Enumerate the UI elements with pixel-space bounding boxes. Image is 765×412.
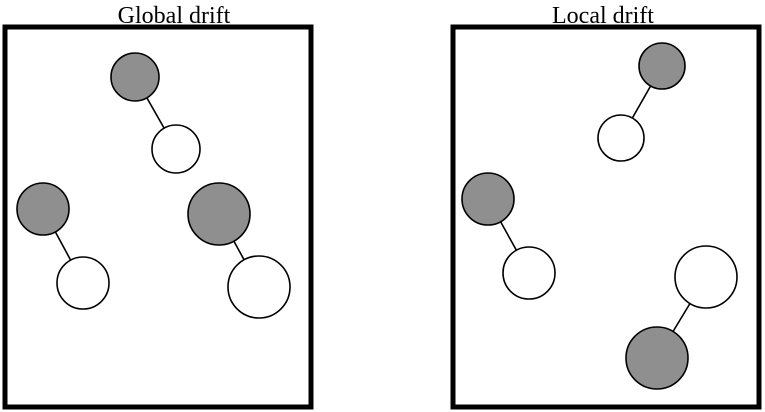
- panel-frame-local-drift: [450, 24, 762, 410]
- original-position-circle: [151, 124, 201, 174]
- circle-pair-local-3: [625, 245, 738, 390]
- drifted-position-circle: [461, 172, 515, 226]
- original-position-circle: [597, 114, 645, 162]
- original-position-circle: [674, 245, 738, 309]
- circle-pair-local-2: [461, 172, 556, 300]
- drifted-position-circle: [110, 52, 160, 102]
- panel-local-drift: Local drift: [450, 3, 762, 410]
- circle-pair-global-1: [110, 52, 201, 174]
- drifted-position-circle: [638, 42, 686, 90]
- original-position-circle: [502, 246, 556, 300]
- circle-pair-global-3: [187, 182, 291, 319]
- drifted-position-circle: [625, 326, 689, 390]
- panel-frame-global-drift: [2, 24, 314, 410]
- original-position-circle: [56, 256, 110, 310]
- drifted-position-circle: [187, 182, 251, 246]
- circle-pair-local-1: [597, 42, 686, 162]
- circle-pair-global-2: [16, 182, 110, 310]
- drifted-position-circle: [16, 182, 70, 236]
- original-position-circle: [227, 255, 291, 319]
- panel-global-drift: Global drift: [2, 3, 314, 410]
